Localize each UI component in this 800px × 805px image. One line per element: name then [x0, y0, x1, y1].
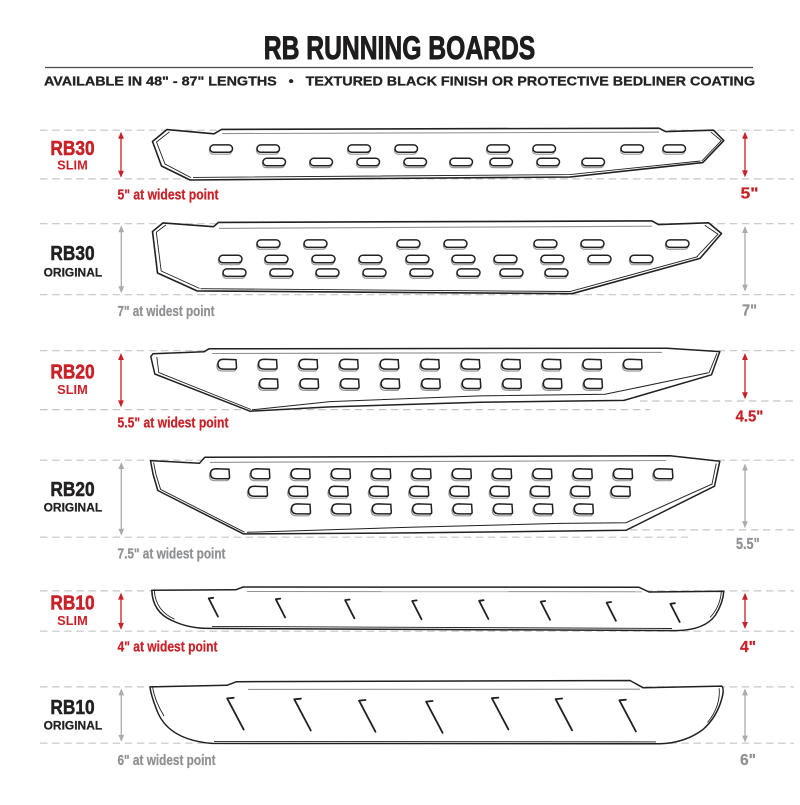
svg-text:SLIM: SLIM — [57, 613, 88, 628]
svg-text:7": 7" — [742, 303, 757, 320]
svg-text:SLIM: SLIM — [57, 158, 88, 173]
svg-text:ORIGINAL: ORIGINAL — [44, 719, 103, 733]
svg-text:SLIM: SLIM — [57, 382, 88, 397]
svg-text:6": 6" — [740, 752, 756, 769]
svg-text:RB30: RB30 — [50, 242, 94, 265]
svg-text:ORIGINAL: ORIGINAL — [44, 501, 103, 515]
svg-text:RB20: RB20 — [50, 478, 94, 501]
svg-text:RB30: RB30 — [50, 137, 94, 160]
svg-text:5" at widest point: 5" at widest point — [118, 186, 219, 203]
svg-text:RB RUNNING BOARDS: RB RUNNING BOARDS — [264, 30, 536, 66]
svg-text:4": 4" — [740, 639, 756, 656]
svg-text:4.5": 4.5" — [736, 408, 764, 425]
svg-text:RB10: RB10 — [50, 591, 94, 614]
svg-text:4" at widest point: 4" at widest point — [118, 639, 218, 656]
svg-text:6" at widest point: 6" at widest point — [118, 752, 216, 769]
svg-text:5.5" at widest point: 5.5" at widest point — [118, 414, 229, 431]
svg-text:7.5" at widest point: 7.5" at widest point — [118, 546, 226, 563]
svg-text:ORIGINAL: ORIGINAL — [44, 266, 103, 280]
svg-text:RB10: RB10 — [50, 696, 94, 719]
svg-text:7" at widest point: 7" at widest point — [118, 303, 215, 320]
svg-text:AVAILABLE IN 48" - 87" LENGTHS: AVAILABLE IN 48" - 87" LENGTHS • TEXTURE… — [44, 74, 755, 89]
svg-text:5": 5" — [741, 186, 759, 203]
svg-text:5.5": 5.5" — [736, 536, 760, 553]
svg-text:RB20: RB20 — [50, 361, 94, 384]
